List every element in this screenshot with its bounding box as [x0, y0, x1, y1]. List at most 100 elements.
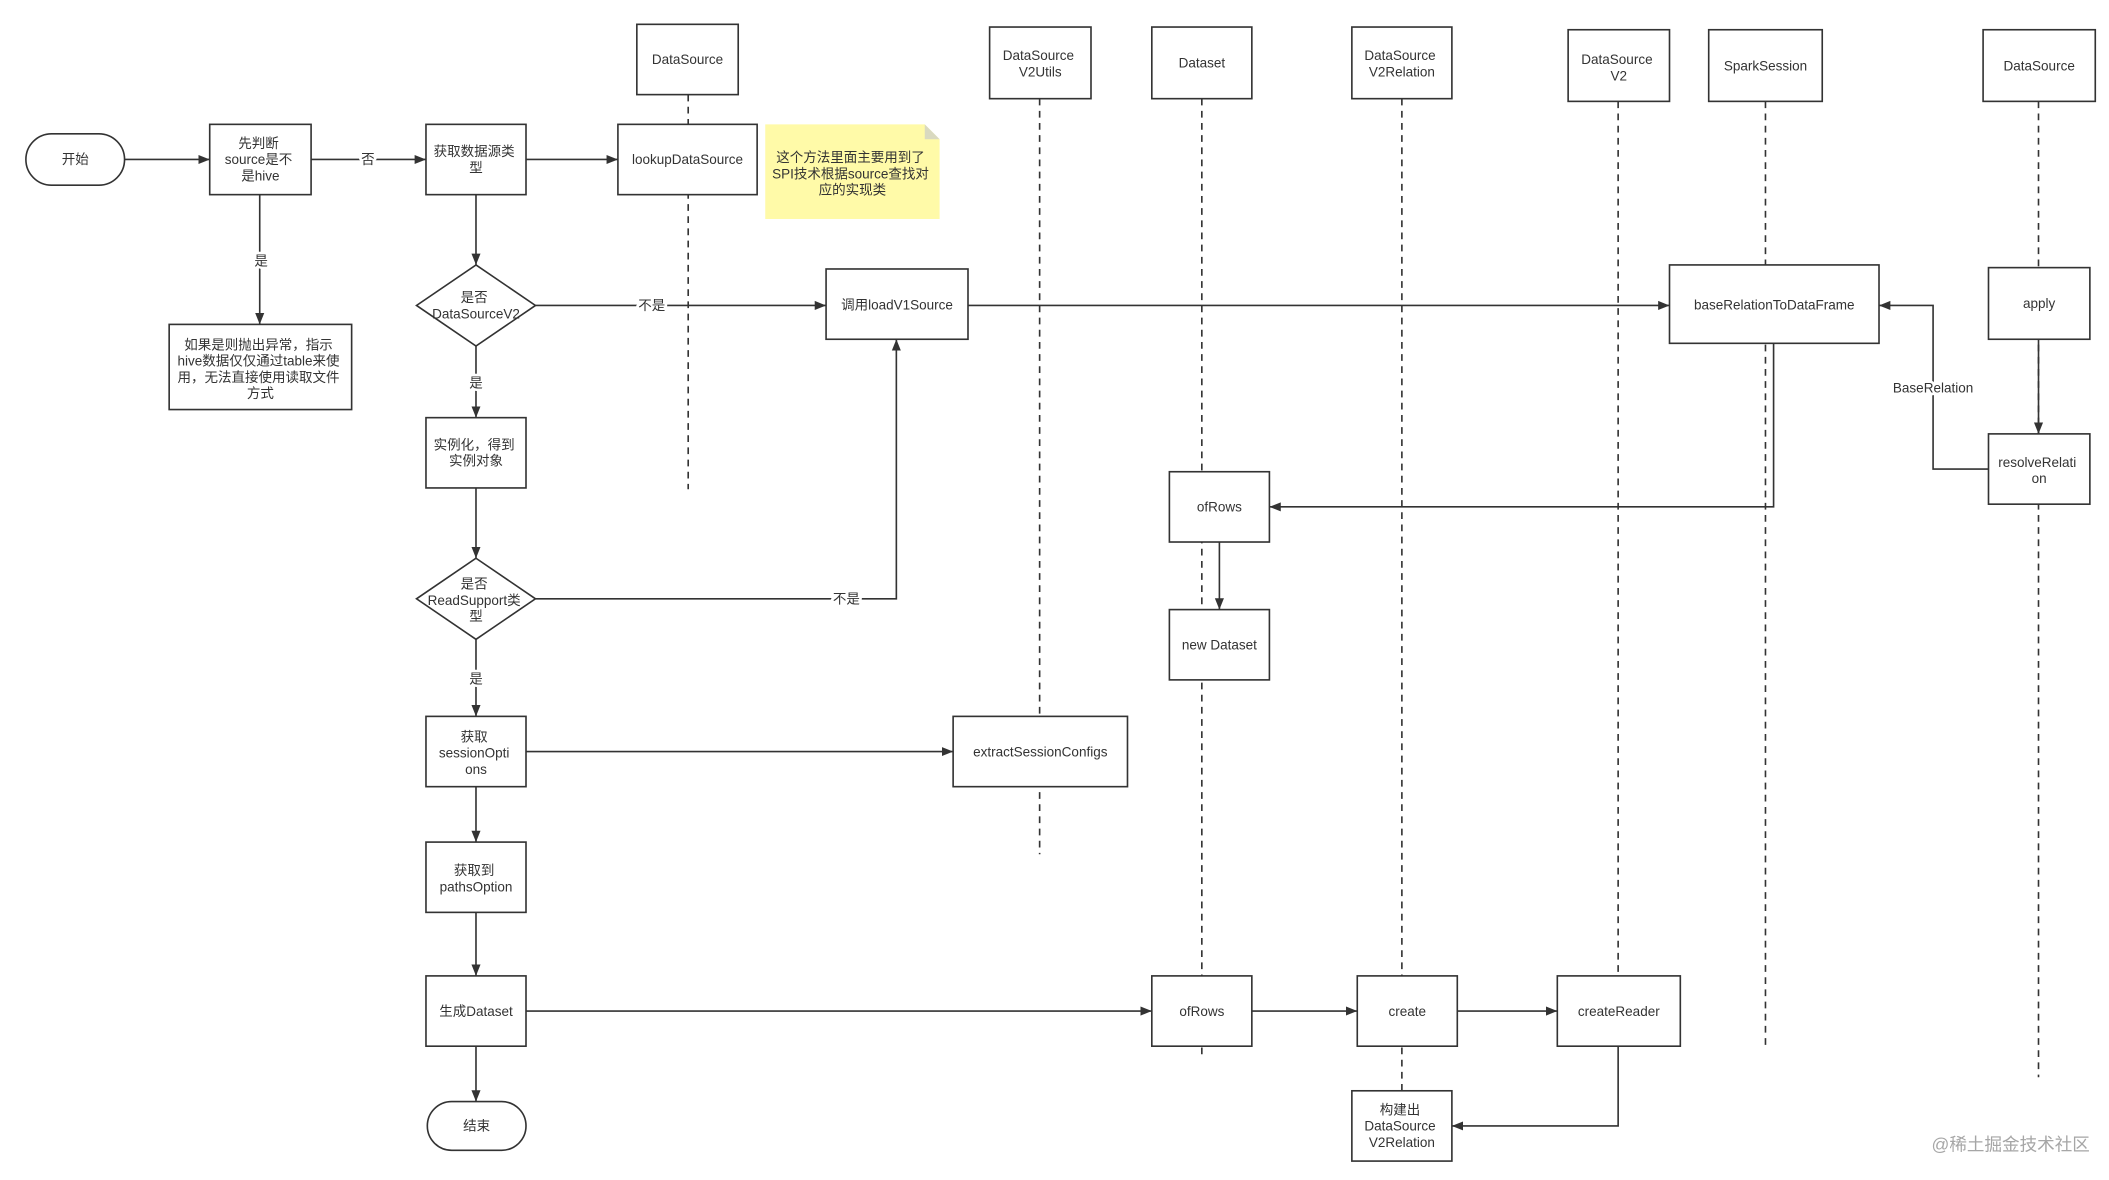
- call-label-line: DataSource: [1364, 1119, 1435, 1134]
- decision-label-line: DataSourceV2: [432, 306, 520, 321]
- node-box: [168, 323, 353, 411]
- node-label-line: 方式: [247, 386, 274, 401]
- edge-base-relation-to-of-rows: [1269, 343, 1775, 512]
- decision-label-line: ReadSupport类: [428, 593, 521, 608]
- header-label-line: DataSource: [2004, 58, 2075, 73]
- header-label: DataSource: [652, 52, 723, 67]
- header-label: DataSource V2Relation: [1364, 48, 1439, 79]
- node-hive-error: 如果是则抛出异常，指示 hive数据仅仅通过table来使 用，无法直接使用读取…: [168, 323, 353, 411]
- call-box: [1556, 975, 1682, 1047]
- header-label: Dataset: [1179, 56, 1226, 71]
- header-label-line: V2: [1611, 68, 1628, 83]
- edge-label-v2-branch: 是: [469, 375, 483, 390]
- call-label: extractSessionConfigs: [973, 744, 1108, 759]
- sticky-note: 这个方法里面主要用到了 SPI技术根据source查找对 应的实现类: [765, 124, 940, 219]
- header-box: [1707, 28, 1824, 103]
- edges: [124, 154, 2044, 1131]
- header-label: DataSource V2: [1581, 52, 1656, 83]
- call-label: 调用loadV1Source: [841, 298, 953, 313]
- node-box: [425, 715, 527, 788]
- call-new-dataset: new Dataset: [1168, 608, 1271, 681]
- call-label: create: [1389, 1004, 1427, 1019]
- node-label-line: 是hive: [241, 168, 279, 183]
- node-label: 获取到 pathsOption: [440, 863, 513, 894]
- header-box: [636, 23, 740, 96]
- edge-labels: 否 是 不是 是 不是 是 BaseRelation: [252, 150, 1976, 689]
- call-box: [617, 123, 758, 196]
- node-label-line: 先判断: [238, 136, 279, 151]
- node-box: [425, 123, 527, 196]
- call-label: resolveRelati on: [1998, 455, 2080, 486]
- lifeline-header-datasource-v2relation: DataSource V2Relation: [1351, 26, 1453, 100]
- decision-is-datasource-v2: 是否 DataSourceV2: [415, 263, 537, 348]
- call-label: baseRelationToDataFrame: [1694, 298, 1855, 313]
- node-generate-dataset: 生成Dataset: [425, 975, 527, 1047]
- node-label-line: 获取数据源类: [434, 144, 515, 159]
- call-label-line: 构建出: [1380, 1102, 1421, 1117]
- call-label-line: on: [2032, 471, 2047, 486]
- note-fold-corner: [924, 124, 940, 140]
- edge-is-read-support-to-load-v1: [535, 339, 901, 600]
- node-check-hive: 先判断 source是不 是hive: [208, 123, 312, 196]
- node-label-line: ons: [465, 762, 487, 777]
- note-text-line: 这个方法里面主要用到了: [776, 149, 924, 165]
- node-box: [208, 123, 312, 196]
- call-box: [1668, 264, 1880, 345]
- header-label-line: V2Relation: [1369, 64, 1435, 79]
- edge-label-base-relation: BaseRelation: [1893, 381, 1973, 396]
- call-box: [1351, 1089, 1453, 1162]
- header-box: [1151, 26, 1253, 100]
- call-label-line: V2Relation: [1369, 1135, 1435, 1150]
- call-of-rows-v2: ofRows: [1151, 975, 1253, 1047]
- node-label: 如果是则抛出异常，指示 hive数据仅仅通过table来使 用，无法直接使用读取…: [177, 337, 343, 401]
- call-box: [952, 715, 1129, 788]
- lifeline-header-datasource: DataSource: [636, 23, 740, 96]
- lifeline-header-datasource-right: DataSource: [1982, 28, 2097, 103]
- edge-label-is-hive: 是: [254, 254, 268, 269]
- watermark: @稀土掘金技术社区: [1932, 1134, 2090, 1154]
- node-label-line: 型: [469, 160, 483, 175]
- note-paper: [765, 124, 940, 219]
- edge-label-read-support: 是: [469, 671, 483, 686]
- node-label-line: source是不: [225, 152, 293, 167]
- note-text-line: 应的实现类: [819, 182, 887, 198]
- call-load-v1-source: 调用loadV1Source: [825, 268, 969, 341]
- lifeline-header-sparksession: SparkSession: [1707, 28, 1824, 103]
- note-text-line: SPI技术根据source查找对: [772, 166, 929, 181]
- header-label-line: DataSource: [1003, 48, 1074, 63]
- lifeline-header-datasource-v2: DataSource V2: [1567, 28, 1671, 103]
- lifeline-header-datasource-v2utils: DataSource V2Utils: [988, 26, 1092, 100]
- call-base-relation-to-dataframe: baseRelationToDataFrame: [1668, 264, 1880, 345]
- call-label: 构建出 DataSource V2Relation: [1364, 1102, 1439, 1149]
- call-apply: apply: [1987, 266, 2091, 341]
- node-instantiate: 实例化，得到 实例对象: [425, 416, 527, 489]
- node-start: 开始: [25, 133, 126, 186]
- decision-label: 是否 ReadSupport类 型: [428, 577, 525, 624]
- call-extract-session-configs: extractSessionConfigs: [952, 715, 1129, 788]
- header-label-line: Dataset: [1179, 56, 1226, 71]
- edge-label-not-read-support: 不是: [833, 592, 860, 607]
- call-label: createReader: [1578, 1004, 1660, 1019]
- header-label: SparkSession: [1724, 58, 1807, 73]
- node-box: [425, 841, 527, 914]
- edge-label-v1-branch: 不是: [638, 298, 665, 313]
- end-label: 结束: [463, 1119, 490, 1134]
- node-get-session-options: 获取 sessionOpti ons: [425, 715, 527, 788]
- call-create-reader: createReader: [1556, 975, 1682, 1047]
- decision-is-read-support: 是否 ReadSupport类 型: [415, 557, 537, 641]
- node-label: 生成Dataset: [439, 1004, 513, 1019]
- decision-label-line: 是否: [461, 290, 488, 305]
- call-build-v2-relation: 构建出 DataSource V2Relation: [1351, 1089, 1453, 1162]
- decision-label-line: 型: [469, 609, 483, 624]
- node-end: 结束: [426, 1100, 527, 1152]
- decision-label: 是否 DataSourceV2: [432, 290, 520, 321]
- lifeline-header-dataset: Dataset: [1151, 26, 1253, 100]
- node-label-line: pathsOption: [440, 879, 513, 894]
- header-box: [1567, 28, 1671, 103]
- edge-create-reader-to-build-relation: [1451, 1046, 1619, 1131]
- node-label: 先判断 source是不 是hive: [225, 136, 296, 183]
- header-label-line: DataSource: [652, 52, 723, 67]
- call-label: ofRows: [1197, 500, 1242, 515]
- header-label-line: DataSource: [1364, 48, 1435, 63]
